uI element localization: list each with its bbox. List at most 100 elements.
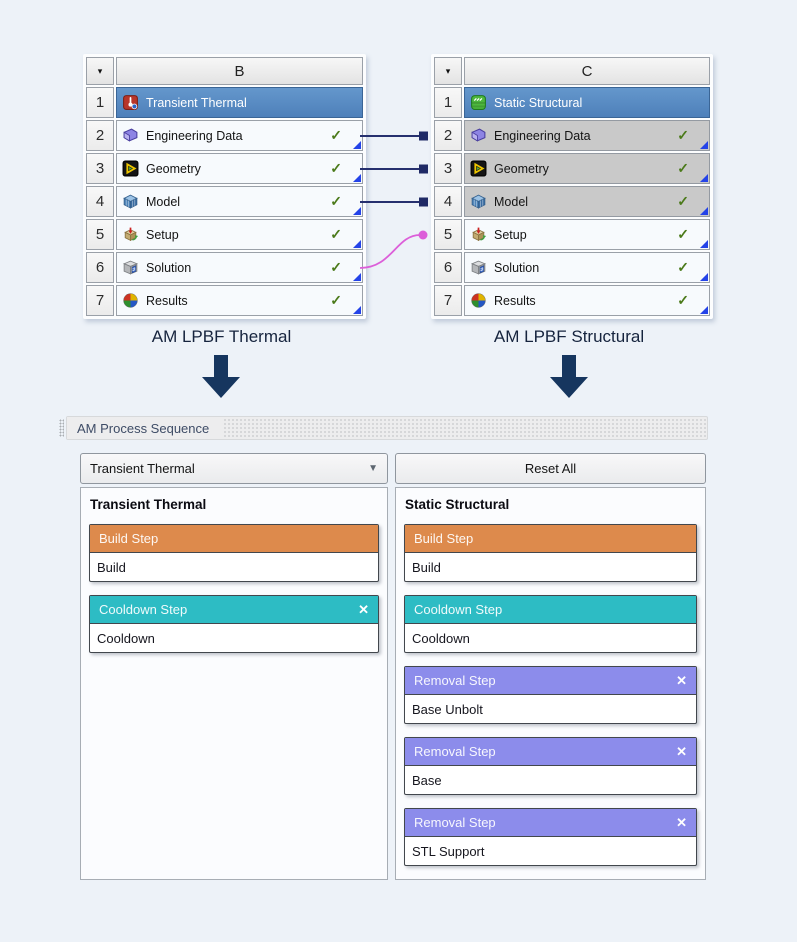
card-value: Base	[412, 772, 442, 788]
geometry-icon	[470, 160, 487, 177]
check-icon: ✓	[677, 160, 689, 176]
cell-b-model[interactable]: Model ✓	[116, 186, 363, 217]
card-body: Cooldown	[90, 624, 378, 652]
card-cooldown-step[interactable]: Cooldown Step ✕ Cooldown	[89, 595, 379, 653]
corner-state-icon	[700, 174, 708, 182]
system-b-header[interactable]: B	[116, 57, 363, 85]
card-body: Build	[405, 553, 696, 581]
engineering-data-icon	[470, 127, 487, 144]
corner-state-icon	[700, 207, 708, 215]
close-icon[interactable]: ✕	[676, 815, 687, 830]
row-number: 6	[434, 252, 462, 283]
card-body: Build	[90, 553, 378, 581]
system-c-header[interactable]: C	[464, 57, 710, 85]
cell-b-geometry[interactable]: Geometry ✓	[116, 153, 363, 184]
row-number: 4	[434, 186, 462, 217]
sequence-type-dropdown[interactable]: Transient Thermal ▼	[80, 453, 388, 484]
card-cooldown-step[interactable]: Cooldown Step Cooldown	[404, 595, 697, 653]
card-body: STL Support	[405, 837, 696, 865]
card-body: Base	[405, 766, 696, 794]
cell-c-engineering-data[interactable]: Engineering Data ✓	[464, 120, 710, 151]
cell-b-transient-thermal[interactable]: Transient Thermal	[116, 87, 363, 118]
check-icon: ✓	[677, 292, 689, 308]
card-value: Build	[412, 559, 441, 575]
cell-label: Setup	[146, 227, 179, 242]
card-value: Build	[97, 559, 126, 575]
close-icon[interactable]: ✕	[676, 744, 687, 759]
dropdown-value: Transient Thermal	[90, 461, 195, 476]
row-number: 4	[86, 186, 114, 217]
button-label: Reset All	[524, 461, 577, 476]
row-number: 7	[434, 285, 462, 316]
check-icon: ✓	[677, 127, 689, 143]
card-build-step[interactable]: Build Step Build	[404, 524, 697, 582]
link-b6-c5	[359, 230, 428, 269]
model-icon	[470, 193, 487, 210]
reset-all-button[interactable]: Reset All	[395, 453, 706, 484]
row-number: 1	[434, 87, 462, 118]
thermal-sequence-panel: Transient Thermal Build Step Build Coold…	[80, 487, 388, 880]
link-b2-c2	[360, 131, 428, 141]
cell-b-setup[interactable]: Setup ✓	[116, 219, 363, 250]
corner-state-icon	[700, 240, 708, 248]
card-build-step[interactable]: Build Step Build	[89, 524, 379, 582]
card-header: Removal Step ✕	[405, 809, 696, 837]
card-value: Cooldown	[97, 630, 155, 646]
link-b4-c4	[360, 197, 428, 207]
cell-c-static-structural[interactable]: Static Structural	[464, 87, 710, 118]
check-icon: ✓	[330, 259, 342, 275]
cell-c-results[interactable]: Results ✓	[464, 285, 710, 316]
card-value: Cooldown	[412, 630, 470, 646]
close-icon[interactable]: ✕	[676, 673, 687, 688]
card-title: Cooldown Step	[99, 602, 188, 617]
down-arrow-icon	[550, 355, 588, 398]
card-title: Build Step	[99, 531, 159, 546]
cell-c-setup[interactable]: Setup ✓	[464, 219, 710, 250]
cell-c-geometry[interactable]: Geometry ✓	[464, 153, 710, 184]
cell-label: Geometry	[494, 161, 549, 176]
corner-state-icon	[700, 306, 708, 314]
link-b3-c3	[360, 164, 428, 174]
setup-icon	[122, 226, 139, 243]
corner-state-icon	[353, 174, 361, 182]
row-number: 5	[86, 219, 114, 250]
panel-drag-grip[interactable]	[59, 419, 64, 437]
system-block-c: ▾ C 1 Static Structural 2 Engineering Da…	[431, 54, 713, 319]
results-icon	[470, 292, 487, 309]
row-number: 2	[86, 120, 114, 151]
card-removal-step-base-unbolt[interactable]: Removal Step ✕ Base Unbolt	[404, 666, 697, 724]
cell-b-solution[interactable]: Solution ✓	[116, 252, 363, 283]
card-title: Cooldown Step	[414, 602, 503, 617]
cell-c-model[interactable]: Model ✓	[464, 186, 710, 217]
panel-title: AM Process Sequence	[67, 417, 224, 439]
down-arrow-icon	[202, 355, 240, 398]
check-icon: ✓	[330, 127, 342, 143]
cell-label: Transient Thermal	[146, 95, 247, 110]
cell-b-engineering-data[interactable]: Engineering Data ✓	[116, 120, 363, 151]
check-icon: ✓	[677, 226, 689, 242]
close-icon[interactable]: ✕	[358, 602, 369, 617]
system-b-menu[interactable]: ▾	[86, 57, 114, 85]
row-number: 3	[434, 153, 462, 184]
card-title: Build Step	[414, 531, 474, 546]
cell-label: Engineering Data	[146, 128, 243, 143]
card-removal-step-stl-support[interactable]: Removal Step ✕ STL Support	[404, 808, 697, 866]
card-title: Removal Step	[414, 673, 496, 688]
system-c-menu[interactable]: ▾	[434, 57, 462, 85]
cell-c-solution[interactable]: Solution ✓	[464, 252, 710, 283]
cell-label: Results	[146, 293, 188, 308]
cell-label: Model	[494, 194, 529, 209]
transient-thermal-icon	[122, 94, 139, 111]
check-icon: ✓	[677, 193, 689, 209]
corner-state-icon	[700, 273, 708, 281]
solution-icon	[470, 259, 487, 276]
cell-b-results[interactable]: Results ✓	[116, 285, 363, 316]
card-removal-step-base[interactable]: Removal Step ✕ Base	[404, 737, 697, 795]
panel-heading-thermal: Transient Thermal	[90, 497, 207, 512]
card-header: Cooldown Step	[405, 596, 696, 624]
cell-label: Static Structural	[494, 95, 583, 110]
check-icon: ✓	[330, 193, 342, 209]
check-icon: ✓	[677, 259, 689, 275]
model-icon	[122, 193, 139, 210]
